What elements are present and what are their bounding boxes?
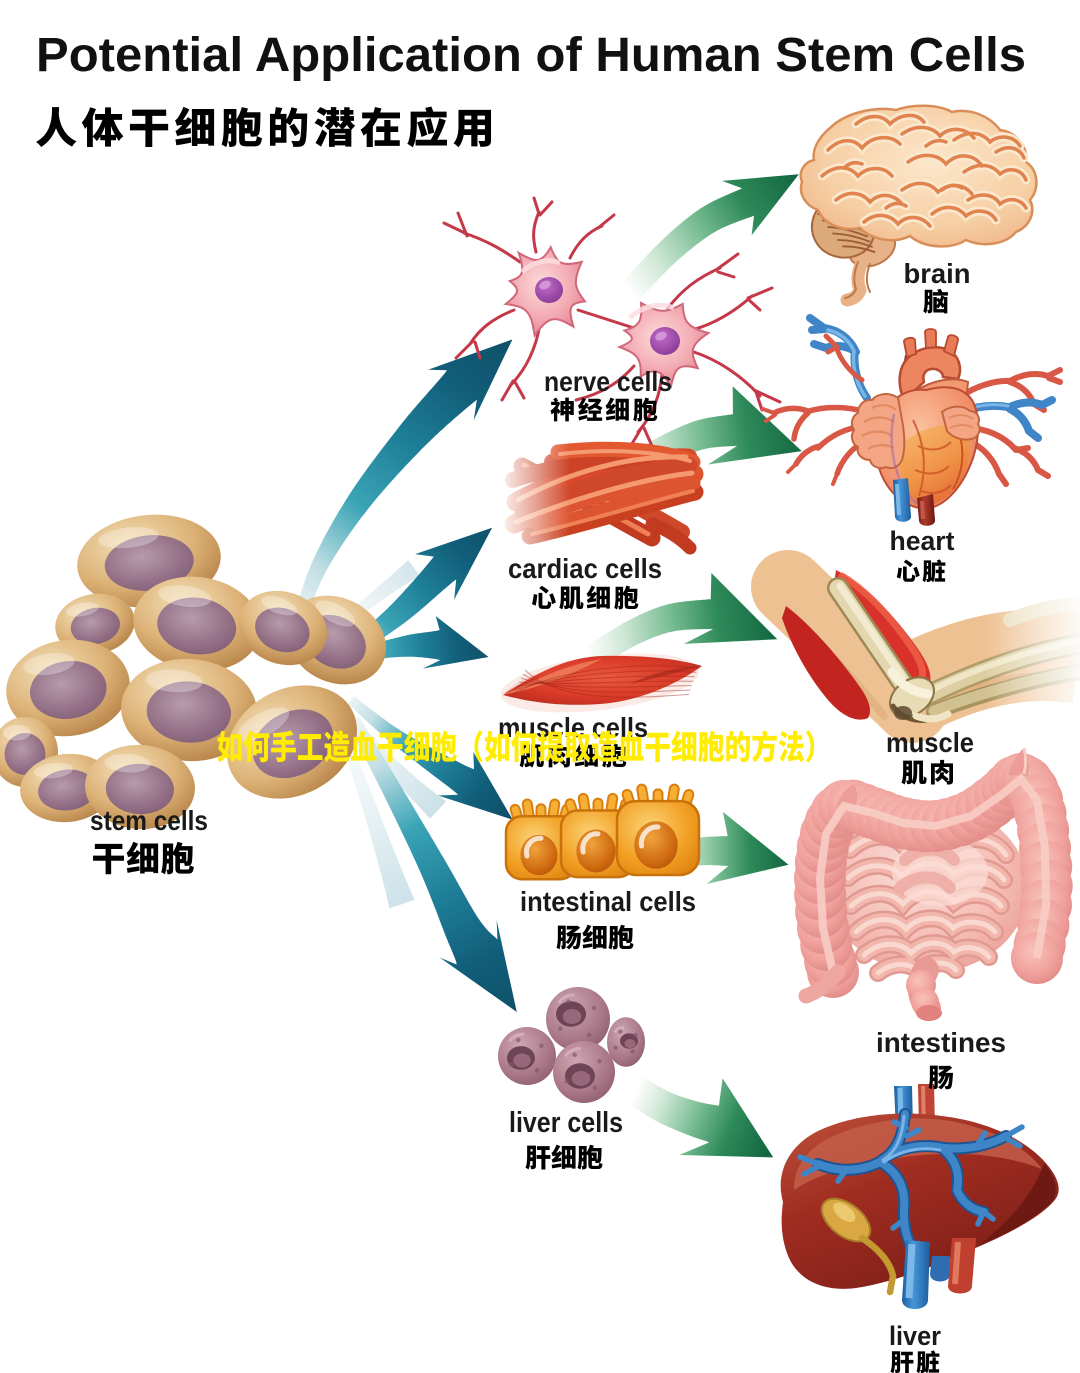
svg-text:intestinal cells: intestinal cells <box>520 886 696 917</box>
svg-text:Potential Application of Human: Potential Application of Human Stem Cell… <box>36 29 1026 82</box>
svg-text:nerve cells: nerve cells <box>544 366 672 397</box>
svg-text:liver: liver <box>889 1321 941 1351</box>
svg-text:heart: heart <box>890 526 955 556</box>
svg-text:liver cells: liver cells <box>509 1107 623 1139</box>
svg-text:cardiac cells: cardiac cells <box>508 553 662 584</box>
svg-text:muscle: muscle <box>886 727 974 758</box>
svg-text:intestines: intestines <box>876 1027 1006 1058</box>
svg-text:stem cells: stem cells <box>90 805 208 836</box>
svg-text:brain: brain <box>904 258 971 289</box>
